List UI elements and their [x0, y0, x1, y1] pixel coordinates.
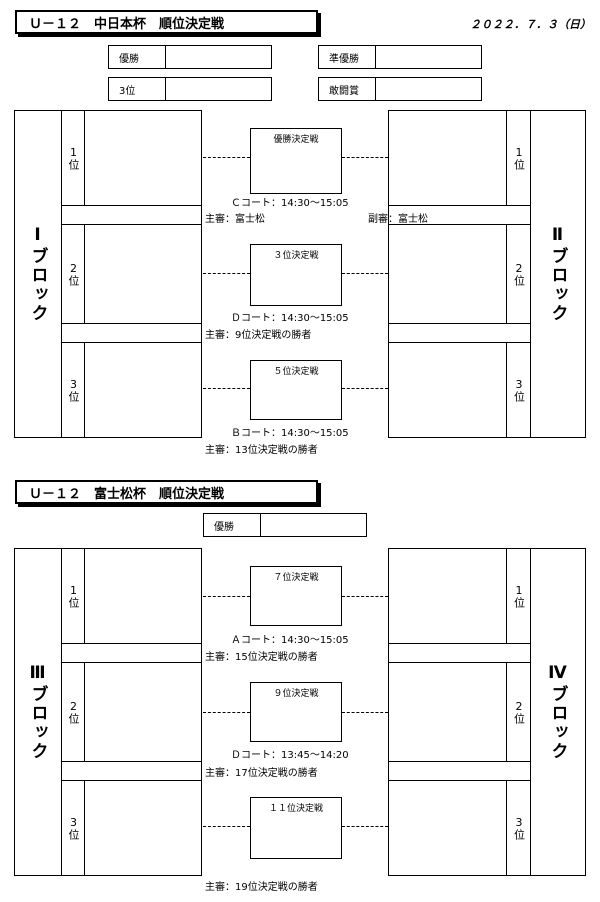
- eleventh-place-match-box[interactable]: １１位決定戦: [250, 797, 342, 859]
- final-match-box[interactable]: 優勝決定戦: [250, 128, 342, 194]
- bracket-connector: [203, 712, 250, 713]
- seventh-place-match-box[interactable]: ７位決定戦: [250, 566, 342, 626]
- award-label: 優勝: [204, 514, 261, 536]
- main-referee: 主審：17位決定戦の勝者: [205, 768, 318, 779]
- block-2-rank-1-label: 1位: [506, 110, 531, 206]
- bracket-connector: [342, 157, 388, 158]
- block-3-spacer: [61, 761, 202, 781]
- block-4-rank-3-label: 3位: [506, 780, 531, 876]
- block-4-spacer: [388, 643, 531, 663]
- block-1-rank-2-team-box[interactable]: [84, 224, 202, 324]
- match-court-time: Ｃコート：14:30～15:05: [231, 198, 349, 209]
- block-2-rank-2-label: 2位: [506, 224, 531, 324]
- block-4-rank-2-team-box[interactable]: [388, 662, 507, 762]
- match-title: 優勝決定戦: [273, 135, 319, 145]
- award-value-field[interactable]: [376, 46, 481, 68]
- block-1-rank-1-team-box[interactable]: [84, 110, 202, 206]
- block-2-spacer: [388, 323, 531, 343]
- third-place-match-box[interactable]: ３位決定戦: [250, 244, 342, 306]
- block-1-spacer: [61, 205, 202, 225]
- block-3-rank-1-team-box[interactable]: [84, 548, 202, 644]
- block-3-spacer: [61, 643, 202, 663]
- block-2-rank-3-label: 3位: [506, 342, 531, 438]
- bracket-connector: [342, 826, 388, 827]
- bracket-connector: [342, 596, 388, 597]
- block-1-rank-1-label: 1位: [61, 110, 85, 206]
- bracket-connector: [203, 388, 250, 389]
- award-runnerup-row: 準優勝: [318, 45, 482, 69]
- match-title: ３位決定戦: [273, 251, 319, 261]
- block-1-rank-3-label: 3位: [61, 342, 85, 438]
- main-referee: 主審：13位決定戦の勝者: [205, 445, 318, 456]
- award-label: 準優勝: [319, 46, 376, 68]
- block-2-rank-3-team-box[interactable]: [388, 342, 507, 438]
- main-referee: 主審：15位決定戦の勝者: [205, 652, 318, 663]
- block-2-label: Ⅱブロック: [530, 110, 586, 438]
- section2-title: Ｕ－１２ 富士松杯 順位決定戦: [15, 480, 318, 504]
- block-2-rank-1-team-box[interactable]: [388, 110, 507, 206]
- award-value-field[interactable]: [376, 78, 481, 100]
- block-3-rank-3-team-box[interactable]: [84, 780, 202, 876]
- match-court-time: Ａコート：14:30～15:05: [231, 635, 349, 646]
- match-title: １１位決定戦: [268, 804, 323, 814]
- award-value-field[interactable]: [261, 514, 366, 536]
- block-2-rank-2-team-box[interactable]: [388, 224, 507, 324]
- bracket-connector: [203, 273, 250, 274]
- bracket-connector: [203, 157, 250, 158]
- match-title: ５位決定戦: [273, 367, 319, 377]
- award-label: 3位: [109, 78, 166, 100]
- bracket-connector: [342, 712, 388, 713]
- award-label: 敢闘賞: [319, 78, 376, 100]
- match-title: ７位決定戦: [273, 573, 319, 583]
- match-title: ９位決定戦: [273, 689, 319, 699]
- block-4-rank-3-team-box[interactable]: [388, 780, 507, 876]
- award-fighting-spirit-row: 敢闘賞: [318, 77, 482, 101]
- block-1-rank-3-team-box[interactable]: [84, 342, 202, 438]
- main-referee: 主審：19位決定戦の勝者: [205, 882, 318, 893]
- block-4-rank-1-team-box[interactable]: [388, 548, 507, 644]
- bracket-connector: [203, 826, 250, 827]
- block-1-label: Ⅰブロック: [14, 110, 62, 438]
- section1-title: Ｕ－１２ 中日本杯 順位決定戦: [15, 10, 318, 34]
- match-court-time: Ｂコート：14:30～15:05: [231, 428, 349, 439]
- bracket-connector: [342, 388, 388, 389]
- fifth-place-match-box[interactable]: ５位決定戦: [250, 360, 342, 420]
- main-referee: 主審：9位決定戦の勝者: [205, 330, 312, 341]
- block-4-label: Ⅳブロック: [530, 548, 586, 876]
- block-1-spacer: [61, 323, 202, 343]
- block-4-spacer: [388, 761, 531, 781]
- award-third-row: 3位: [108, 77, 272, 101]
- award-winner-row: 優勝: [108, 45, 272, 69]
- block-3-rank-3-label: 3位: [61, 780, 85, 876]
- award-label: 優勝: [109, 46, 166, 68]
- main-referee: 主審：富士松: [205, 214, 265, 225]
- sub-referee: 副審：富士松: [368, 214, 428, 225]
- block-3-rank-1-label: 1位: [61, 548, 85, 644]
- award-value-field[interactable]: [166, 46, 271, 68]
- block-1-rank-2-label: 2位: [61, 224, 85, 324]
- block-4-rank-1-label: 1位: [506, 548, 531, 644]
- match-court-time: Ｄコート：14:30～15:05: [231, 313, 349, 324]
- award-winner-row: 優勝: [203, 513, 367, 537]
- block-3-rank-2-team-box[interactable]: [84, 662, 202, 762]
- block-3-label: Ⅲブロック: [14, 548, 62, 876]
- bracket-connector: [342, 273, 388, 274]
- block-4-rank-2-label: 2位: [506, 662, 531, 762]
- match-court-time: Ｄコート：13:45～14:20: [231, 750, 349, 761]
- block-3-rank-2-label: 2位: [61, 662, 85, 762]
- award-value-field[interactable]: [166, 78, 271, 100]
- bracket-connector: [203, 596, 250, 597]
- ninth-place-match-box[interactable]: ９位決定戦: [250, 682, 342, 742]
- event-date: ２０２２．７．３（日）: [470, 18, 591, 31]
